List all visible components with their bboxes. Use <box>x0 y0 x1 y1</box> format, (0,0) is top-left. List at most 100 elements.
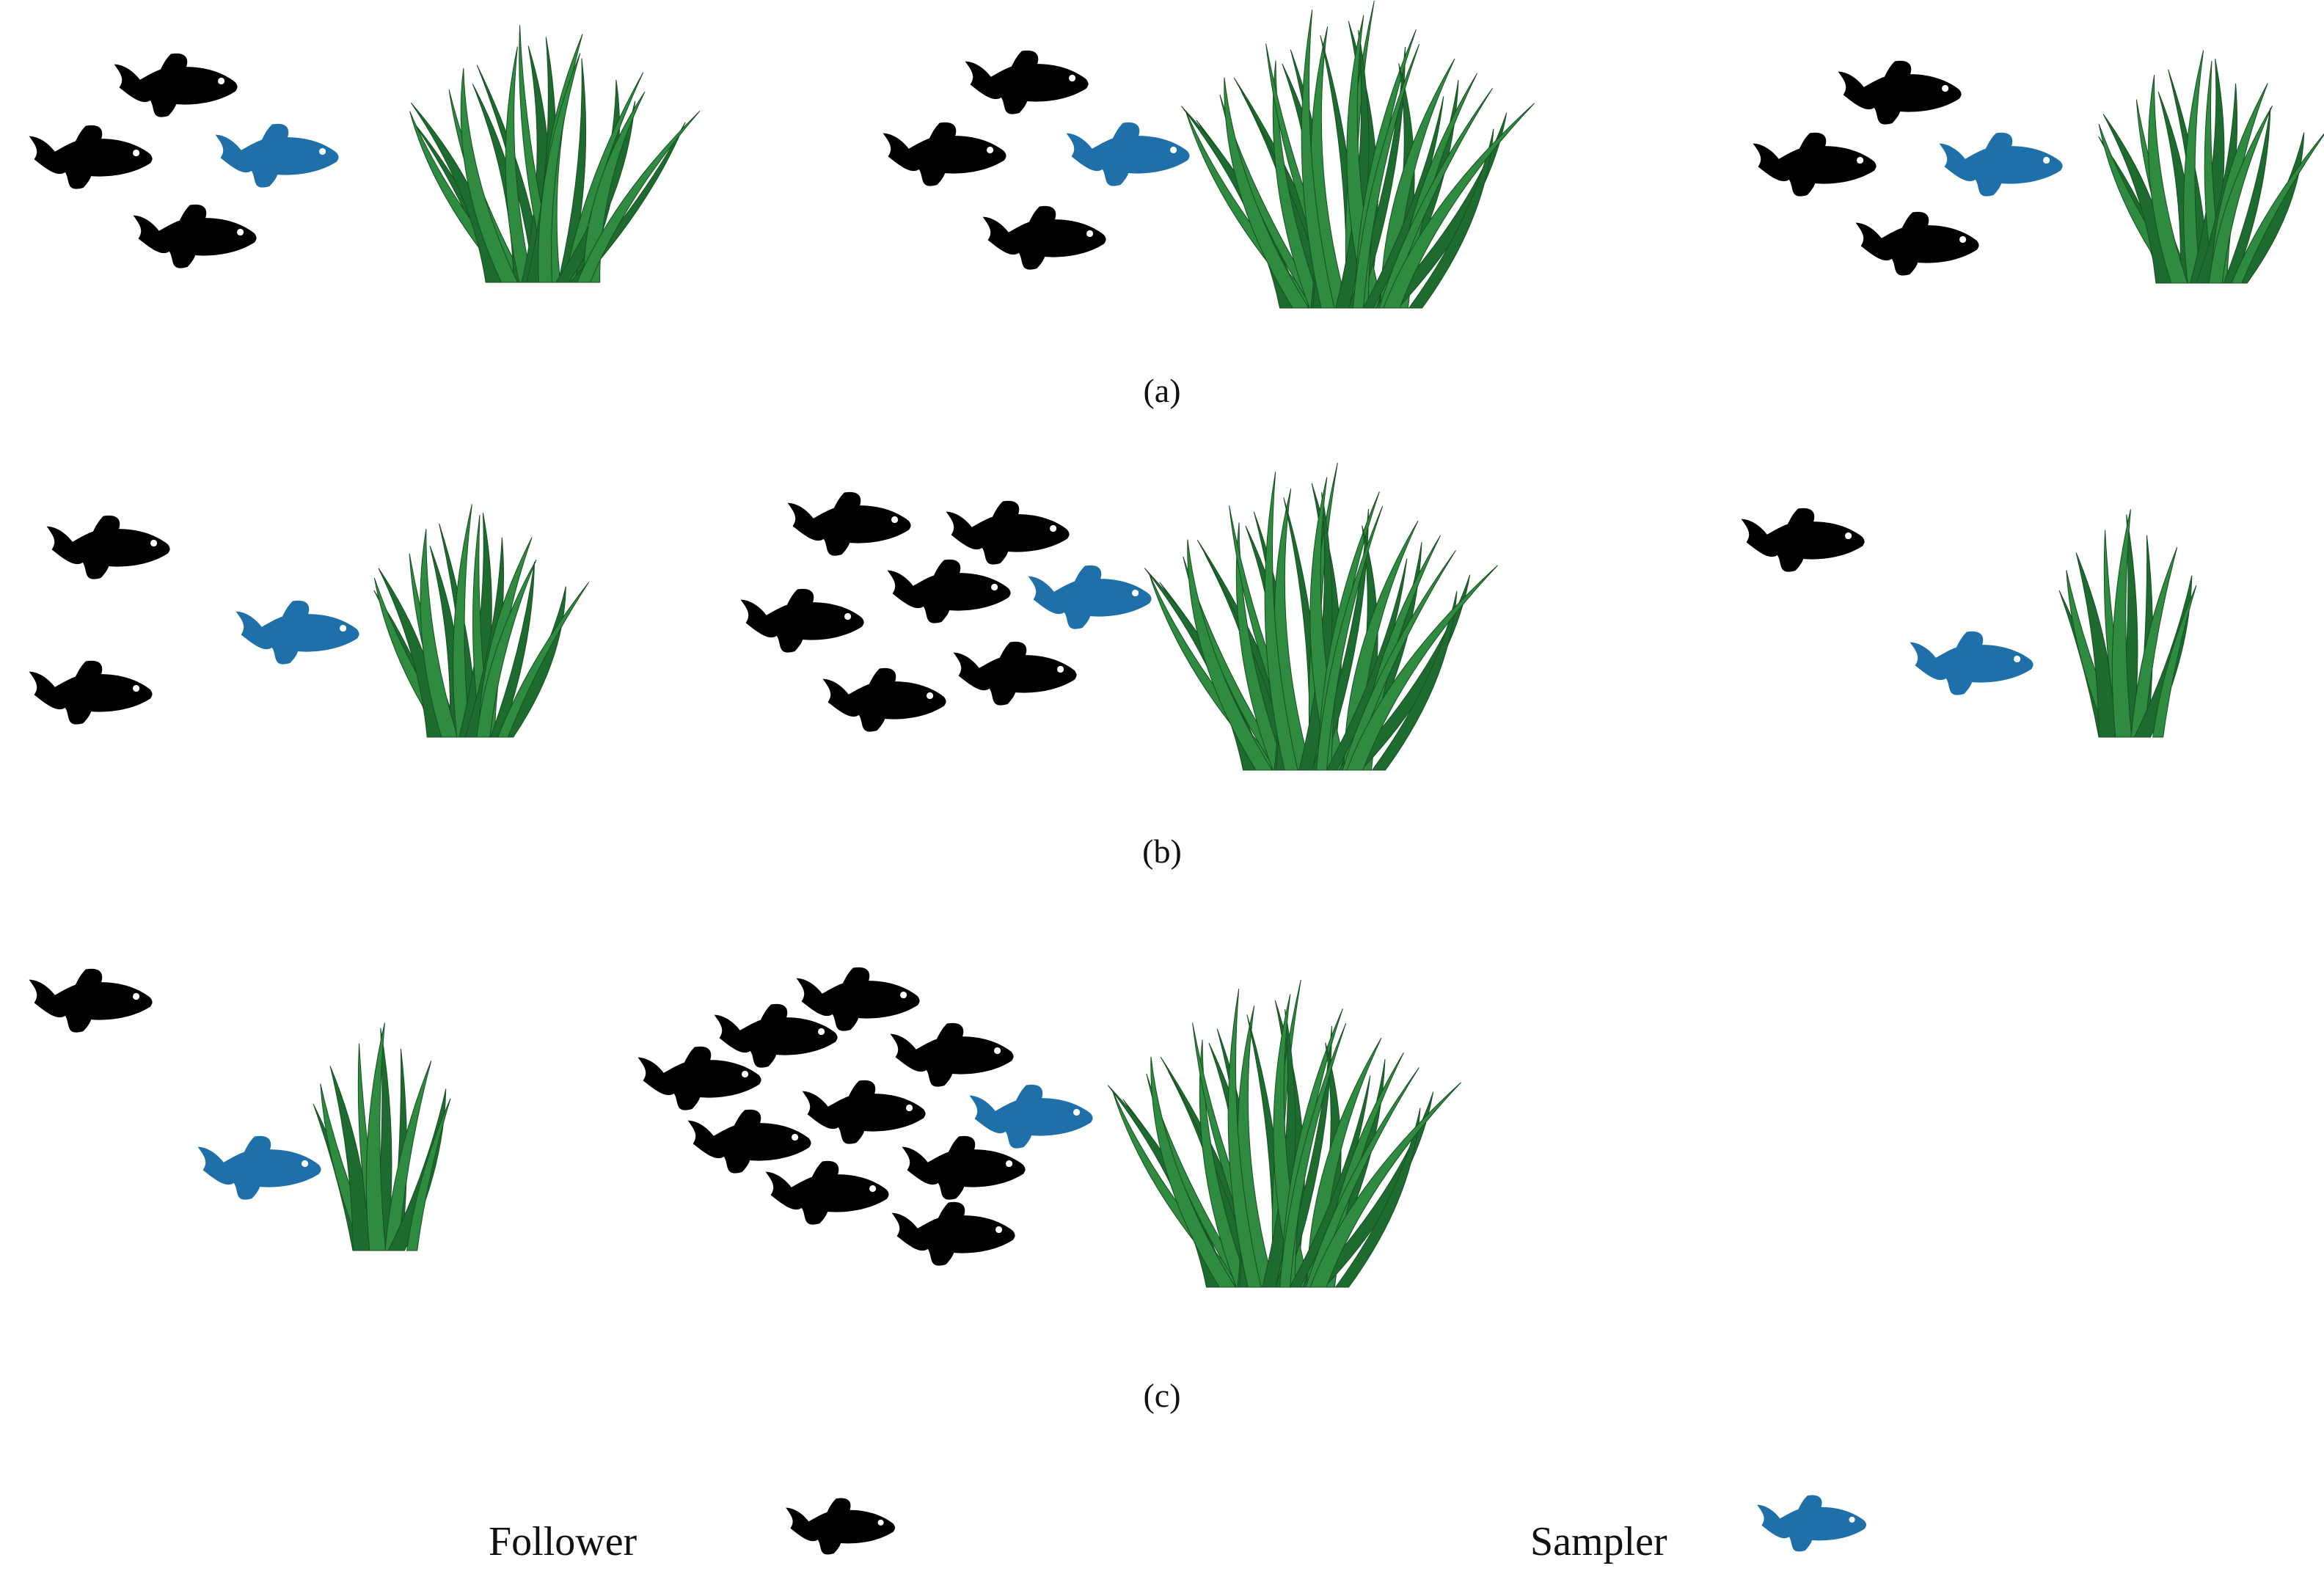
grass-blade <box>538 53 581 283</box>
seagrass-icon <box>373 504 590 738</box>
grass-blade <box>1378 88 1493 309</box>
grass-blade <box>2231 133 2324 284</box>
black-fish-icon <box>740 588 864 653</box>
black-fish-icon <box>133 204 257 268</box>
panel-c: (c) <box>29 967 1461 1414</box>
black-fish-icon <box>946 500 1070 565</box>
black-fish-icon <box>787 491 911 556</box>
grass-blade <box>489 562 536 738</box>
blue-fish-icon <box>1028 565 1152 629</box>
black-fish-icon <box>114 53 238 117</box>
grass-blade <box>1199 1039 1250 1288</box>
blue-fish-icon <box>1066 122 1190 186</box>
grass-blade <box>1305 1067 1419 1288</box>
legend-sampler-label: Sampler <box>1530 1519 1667 1564</box>
grass-blade <box>497 582 590 738</box>
grass-blade <box>1352 43 1420 309</box>
grass-blade <box>1150 1056 1237 1288</box>
scene-b-3 <box>1741 508 2197 738</box>
panel-label-c: (c) <box>1143 1377 1180 1414</box>
black-fish-icon <box>887 559 1011 623</box>
black-fish-icon <box>822 667 946 732</box>
grass-blade <box>1272 60 1323 309</box>
seagrass-icon <box>1180 0 1535 309</box>
grass-blade <box>1274 1025 1333 1288</box>
black-fish-icon <box>1855 211 1979 276</box>
blue-fish-icon <box>215 123 339 188</box>
grass-blade <box>453 504 472 738</box>
seagrass-icon <box>2058 509 2197 738</box>
black-fish-icon <box>965 50 1089 114</box>
seagrass-icon <box>1107 979 1461 1288</box>
blue-fish-icon <box>235 600 359 665</box>
seagrass-icon <box>313 1022 451 1251</box>
black-fish-icon <box>802 1080 926 1144</box>
grass-blade <box>1346 565 1498 771</box>
grass-blade <box>2223 108 2271 284</box>
grass-blade <box>1383 103 1535 309</box>
grass-blade <box>2208 105 2273 284</box>
grass-blade <box>2152 585 2197 738</box>
black-fish-icon <box>786 1498 896 1555</box>
scene-c-1 <box>29 968 451 1251</box>
legend-follower-label: Follower <box>489 1519 637 1564</box>
grass-blade <box>1183 556 1287 771</box>
scene-c-2 <box>637 967 1461 1288</box>
black-fish-icon <box>890 1022 1014 1087</box>
grass-blade <box>1219 94 1323 309</box>
grass-blade <box>1342 550 1456 771</box>
panel-b: (b) <box>29 462 2197 870</box>
grass-blade <box>1408 128 1494 309</box>
scene-b-2 <box>740 462 1498 771</box>
blue-fish-icon <box>1939 132 2063 197</box>
black-fish-icon <box>637 1046 761 1110</box>
scene-a-3 <box>1753 50 2324 284</box>
blue-fish-icon <box>1910 631 2034 695</box>
grass-blade <box>1224 77 1310 309</box>
grass-blade <box>1301 10 1335 309</box>
grass-blade <box>460 67 519 283</box>
grass-blade <box>576 110 701 283</box>
black-fish-icon <box>1838 60 1962 125</box>
panel-label-b: (b) <box>1142 832 1182 870</box>
grass-blade <box>1348 46 1406 309</box>
grass-blade <box>1309 1082 1461 1288</box>
grass-blade <box>1264 472 1298 771</box>
grass-blade <box>384 1060 432 1251</box>
black-fish-icon <box>953 641 1077 706</box>
grass-blade <box>1344 574 1471 771</box>
legend: Follower Sampler <box>489 1495 1867 1564</box>
black-fish-icon <box>796 967 920 1031</box>
seagrass-icon <box>2098 50 2324 284</box>
black-fish-icon <box>765 1160 889 1225</box>
black-fish-icon <box>1753 132 1877 197</box>
black-fish-icon <box>902 1135 1026 1200</box>
panel-a: (a) <box>29 0 2324 409</box>
grass-blade <box>1307 1091 1434 1288</box>
grass-blade <box>1315 505 1384 771</box>
black-fish-icon <box>46 515 170 579</box>
grass-blade <box>1381 112 1508 309</box>
grass-blade <box>2111 509 2133 738</box>
black-fish-icon <box>29 660 153 725</box>
blue-fish-icon <box>197 1135 321 1200</box>
seagrass-icon <box>1144 462 1498 771</box>
grass-blade <box>1334 1108 1421 1288</box>
black-fish-icon <box>982 205 1106 270</box>
legend-sampler-icon <box>1757 1495 1867 1552</box>
grass-blade <box>1371 590 1458 771</box>
grass-blade <box>2183 50 2204 284</box>
grass-blade <box>2130 546 2178 738</box>
grass-blade <box>563 72 644 283</box>
black-fish-icon <box>29 968 153 1033</box>
grass-blade <box>420 528 458 738</box>
grass-blade <box>476 559 537 738</box>
scene-b-1 <box>29 504 590 738</box>
black-fish-icon <box>29 125 153 189</box>
grass-blade <box>365 1022 387 1251</box>
grass-blade <box>1227 989 1262 1288</box>
grass-blade <box>2148 74 2188 284</box>
scene-a-2 <box>883 0 1535 309</box>
grass-blade <box>1311 508 1370 771</box>
